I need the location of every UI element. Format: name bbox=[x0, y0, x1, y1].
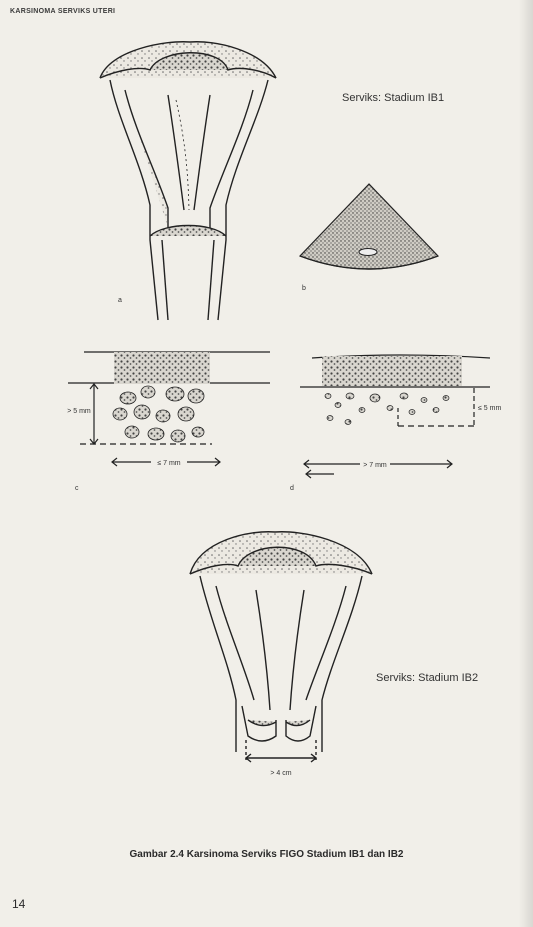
stage-ib2-label: Serviks: Stadium IB2 bbox=[376, 672, 478, 684]
invasion-diagram-d bbox=[300, 355, 490, 478]
figure-caption: Gambar 2.4 Karsinoma Serviks FIGO Stadiu… bbox=[0, 849, 533, 860]
invasion-diagram-c bbox=[68, 352, 270, 466]
measurement-c-depth: > 5 mm bbox=[67, 408, 91, 415]
page-number: 14 bbox=[12, 897, 25, 911]
panel-letter-b: b bbox=[302, 285, 306, 292]
measurement-d-width: > 7 mm bbox=[363, 462, 387, 469]
cone-specimen-b bbox=[300, 184, 438, 269]
measurement-ib2-width: > 4 cm bbox=[270, 770, 291, 777]
uterus-diagram-ib2 bbox=[190, 532, 372, 762]
panel-letter-a: a bbox=[118, 297, 122, 304]
panel-letter-c: c bbox=[75, 485, 79, 492]
uterus-diagram-a bbox=[100, 42, 276, 320]
measurement-c-width: ≤ 7 mm bbox=[157, 460, 180, 467]
panel-letter-d: d bbox=[290, 485, 294, 492]
stage-ib1-label: Serviks: Stadium IB1 bbox=[342, 92, 444, 104]
measurement-d-depth: ≤ 5 mm bbox=[478, 405, 501, 412]
